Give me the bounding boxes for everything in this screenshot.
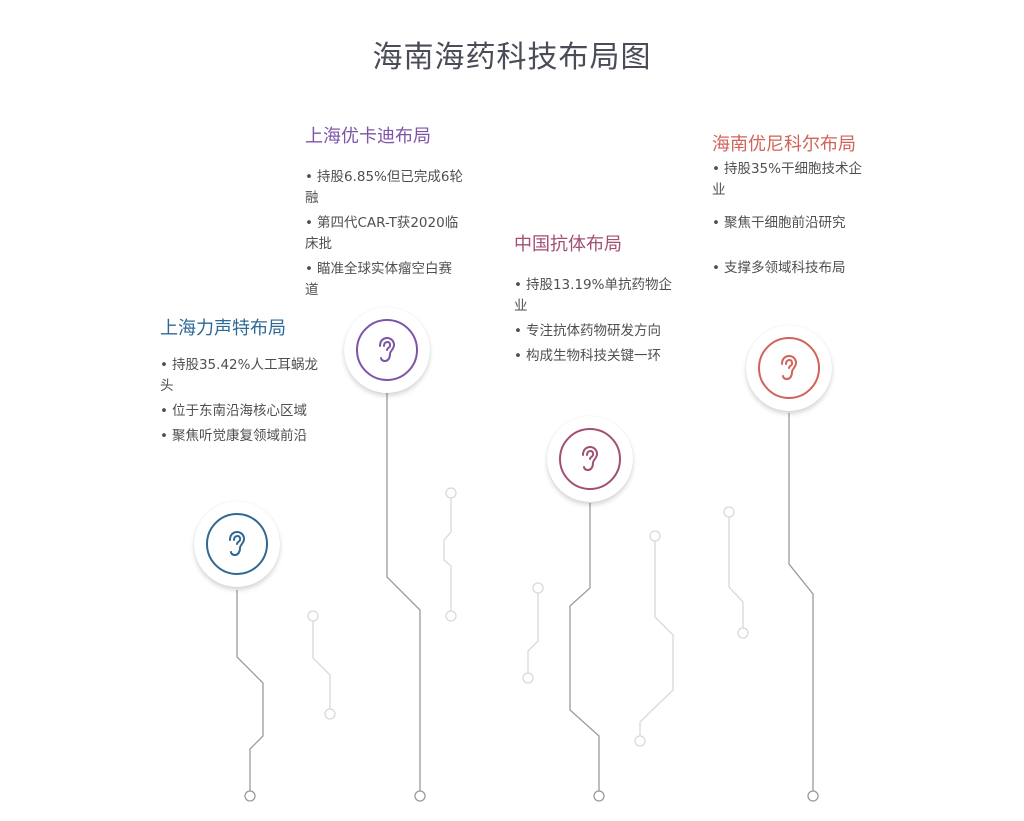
bullet-text: 持股13.19%单抗药物企业 [514, 277, 672, 314]
bullet-list: •持股13.19%单抗药物企业 •专注抗体药物研发方向 •构成生物科技关键一环 [514, 275, 674, 367]
section-heading: 上海力声特布局 [160, 318, 286, 339]
bullet-list: •持股35.42%人工耳蜗龙头 •位于东南沿海核心区域 •聚焦听觉康复领域前沿 [160, 355, 320, 447]
bullet-text: 聚焦干细胞前沿研究 [723, 215, 846, 231]
node-lisheng [194, 501, 280, 587]
bullet-text: 支撑多领域科技布局 [723, 260, 846, 276]
bullet-dot: • [305, 169, 313, 185]
bullet-text: 瞄准全球实体瘤空白赛道 [305, 261, 452, 298]
bullet-item: •瞄准全球实体瘤空白赛道 [305, 259, 465, 301]
bullet-text: 专注抗体药物研发方向 [525, 323, 661, 339]
bullet-list: •持股35%干细胞技术企业 •聚焦干细胞前沿研究 •支撑多领域科技布局 [712, 159, 862, 279]
section-heading: 中国抗体布局 [514, 234, 622, 255]
bullet-text: 构成生物科技关键一环 [525, 348, 661, 364]
bullet-text: 持股6.85%但已完成6轮融 [305, 169, 463, 206]
section-youkadi: 上海优卡迪布局 •持股6.85%但已完成6轮融 •第四代CAR-T获2020临床… [305, 124, 465, 305]
ear-icon [229, 530, 246, 557]
node-younier [746, 325, 832, 411]
node-ring [356, 319, 418, 381]
section-younier: 海南优尼科尔布局 •持股35%干细胞技术企业 •聚焦干细胞前沿研究 •支撑多领域… [712, 132, 862, 283]
bullet-item: •专注抗体药物研发方向 [514, 321, 674, 342]
bullet-dot: • [160, 357, 168, 373]
page-title: 海南海药科技布局图 [372, 40, 652, 75]
bullet-item: •位于东南沿海核心区域 [160, 401, 320, 422]
bullet-item: •持股13.19%单抗药物企业 [514, 275, 674, 317]
bullet-dot: • [305, 261, 313, 277]
bullet-dot: • [514, 348, 522, 364]
bullet-list: •持股6.85%但已完成6轮融 •第四代CAR-T获2020临床批 •瞄准全球实… [305, 167, 465, 301]
bullet-item: •持股6.85%但已完成6轮融 [305, 167, 465, 209]
bullet-dot: • [712, 215, 720, 231]
section-kangti: 中国抗体布局 •持股13.19%单抗药物企业 •专注抗体药物研发方向 •构成生物… [514, 232, 674, 371]
bullet-dot: • [712, 260, 720, 276]
section-heading: 上海优卡迪布局 [305, 126, 431, 147]
node-ring [758, 337, 820, 399]
node-ring [559, 428, 621, 490]
bullet-item: •构成生物科技关键一环 [514, 346, 674, 367]
bullet-dot: • [514, 277, 522, 293]
bullet-item: •聚焦干细胞前沿研究 [712, 213, 862, 234]
bullet-dot: • [514, 323, 522, 339]
section-heading: 海南优尼科尔布局 [712, 134, 856, 155]
bullet-dot: • [160, 428, 168, 444]
bullet-item: •持股35%干细胞技术企业 [712, 159, 862, 201]
bullet-dot: • [712, 161, 720, 177]
bullet-text: 聚焦听觉康复领域前沿 [171, 428, 307, 444]
section-lisheng: 上海力声特布局 •持股35.42%人工耳蜗龙头 •位于东南沿海核心区域 •聚焦听… [160, 316, 320, 451]
bullet-item: •持股35.42%人工耳蜗龙头 [160, 355, 320, 397]
bullet-item: •聚焦听觉康复领域前沿 [160, 426, 320, 447]
bullet-dot: • [305, 215, 313, 231]
bullet-item: •支撑多领域科技布局 [712, 258, 862, 279]
node-youkadi [344, 307, 430, 393]
bullet-text: 第四代CAR-T获2020临床批 [305, 215, 459, 252]
ear-icon [379, 336, 396, 363]
bullet-item: •第四代CAR-T获2020临床批 [305, 213, 465, 255]
node-ring [206, 513, 268, 575]
bullet-dot: • [160, 403, 168, 419]
bullet-text: 持股35%干细胞技术企业 [712, 161, 862, 198]
bullet-text: 持股35.42%人工耳蜗龙头 [160, 357, 318, 394]
bullet-text: 位于东南沿海核心区域 [171, 403, 307, 419]
ear-icon [582, 445, 599, 472]
ear-icon [781, 354, 798, 381]
node-kangti [547, 416, 633, 502]
